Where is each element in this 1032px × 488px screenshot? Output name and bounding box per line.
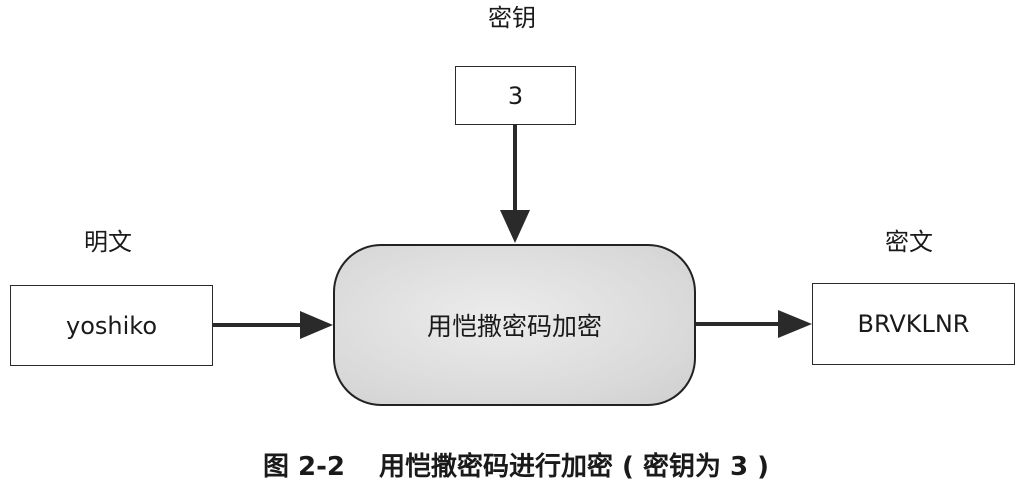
key-box: 3 <box>455 66 576 125</box>
encryption-process: 用恺撒密码加密 <box>333 244 696 406</box>
figure-caption: 图 2-2 用恺撒密码进行加密 ( 密钥为 3 ) <box>0 446 1032 483</box>
arrow-key-to-process <box>500 125 530 243</box>
ciphertext-heading: 密文 <box>885 228 933 256</box>
figure-number: 图 2-2 <box>262 452 345 482</box>
plaintext-value: yoshiko <box>66 311 157 340</box>
key-value: 3 <box>507 81 524 110</box>
arrow-plaintext-to-process <box>213 311 333 339</box>
key-heading: 密钥 <box>488 4 536 32</box>
ciphertext-box: BRVKLNR <box>812 283 1015 365</box>
plaintext-heading: 明文 <box>84 228 132 256</box>
ciphertext-value: BRVKLNR <box>857 310 970 338</box>
arrow-process-to-ciphertext <box>696 310 812 338</box>
plaintext-box: yoshiko <box>10 285 213 366</box>
figure-title: 用恺撒密码进行加密 ( 密钥为 3 ) <box>378 452 770 482</box>
encryption-process-label: 用恺撒密码加密 <box>426 312 602 341</box>
